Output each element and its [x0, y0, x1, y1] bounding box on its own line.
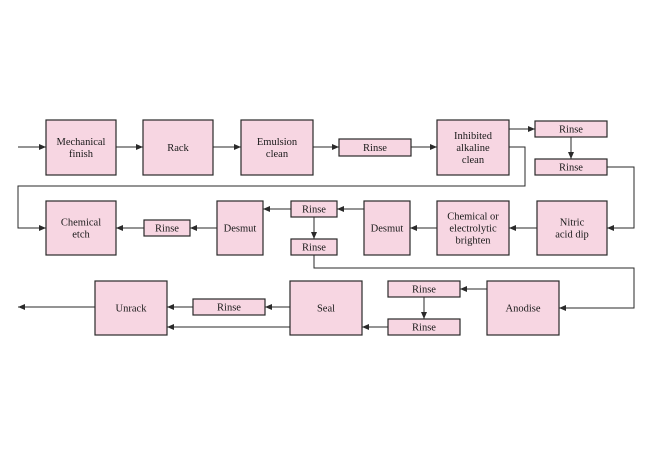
step-label: clean: [266, 149, 289, 160]
step-rack: Rack: [142, 119, 214, 176]
step-label: Unrack: [116, 304, 148, 315]
step-label: Anodise: [506, 304, 541, 315]
step-rinse-1: Rinse: [338, 138, 412, 157]
step-box: [536, 200, 608, 256]
process-steps: MechanicalfinishRackEmulsioncleanRinseIn…: [45, 119, 608, 336]
step-label: Rinse: [412, 323, 436, 334]
step-box: [534, 158, 608, 176]
flow-arrow: [17, 146, 526, 231]
step-label: Emulsion: [257, 137, 298, 148]
step-box: [387, 318, 461, 336]
step-box: [192, 298, 266, 316]
step-box: [290, 238, 338, 256]
step-rinse-8: Rinse: [387, 318, 461, 336]
step-label: Rinse: [217, 303, 241, 314]
flow-arrow: [313, 255, 635, 311]
step-label: finish: [69, 149, 94, 160]
step-label: Rack: [167, 143, 189, 154]
step-desmut-2: Desmut: [216, 200, 264, 256]
step-label: Mechanical: [57, 137, 106, 148]
step-box: [436, 200, 510, 256]
step-rinse-2: Rinse: [534, 120, 608, 138]
step-label: acid dip: [555, 230, 589, 241]
step-box: [387, 280, 461, 298]
step-box: [45, 200, 117, 256]
step-label: Rinse: [302, 243, 326, 254]
step-rinse-9: Rinse: [192, 298, 266, 316]
step-label: clean: [462, 155, 485, 166]
step-rinse-6: Rinse: [143, 219, 191, 237]
step-desmut-1: Desmut: [363, 200, 411, 256]
step-label: Chemical: [61, 218, 101, 229]
flow-arrow: [607, 166, 635, 231]
step-box: [338, 138, 412, 157]
step-label: Rinse: [363, 143, 387, 154]
step-label: Rinse: [559, 125, 583, 136]
step-box: [290, 200, 338, 218]
step-box: [240, 119, 314, 176]
step-rinse-7: Rinse: [387, 280, 461, 298]
step-unrack: Unrack: [94, 280, 168, 336]
step-label: etch: [72, 230, 90, 241]
step-box: [142, 119, 214, 176]
step-box: [363, 200, 411, 256]
step-label: Desmut: [371, 224, 404, 235]
step-label: Inhibited: [454, 131, 493, 142]
step-label: Chemical or: [447, 212, 499, 223]
step-label: alkaline: [456, 143, 490, 154]
step-label: Rinse: [302, 205, 326, 216]
step-box: [534, 120, 608, 138]
step-label: Rinse: [559, 163, 583, 174]
step-box: [216, 200, 264, 256]
step-label: Rinse: [155, 224, 179, 235]
step-box: [143, 219, 191, 237]
step-label: Nitric: [560, 218, 585, 229]
step-box: [289, 280, 363, 336]
step-seal: Seal: [289, 280, 363, 336]
step-label: brighten: [456, 236, 492, 247]
step-label: Seal: [317, 304, 335, 315]
step-anodise: Anodise: [486, 280, 560, 336]
step-box: [436, 119, 510, 176]
step-box: [45, 119, 117, 176]
step-rinse-4: Rinse: [290, 200, 338, 218]
flow-connectors: [17, 126, 635, 330]
step-label: electrolytic: [449, 224, 497, 235]
step-box: [486, 280, 560, 336]
step-rinse-5: Rinse: [290, 238, 338, 256]
step-rinse-3: Rinse: [534, 158, 608, 176]
step-label: Desmut: [224, 224, 257, 235]
step-box: [94, 280, 168, 336]
step-label: Rinse: [412, 285, 436, 296]
